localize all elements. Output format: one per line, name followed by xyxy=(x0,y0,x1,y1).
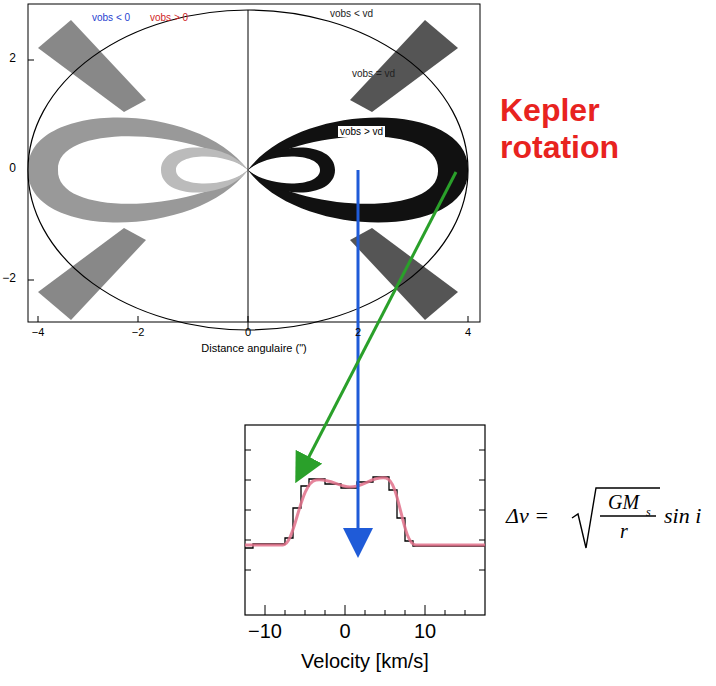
axis-title: Velocity [km/s] xyxy=(301,650,429,672)
minor-axis xyxy=(248,10,249,330)
spectrum-frame xyxy=(245,425,485,615)
tick-label: 10 xyxy=(414,620,436,642)
tick-label: −2 xyxy=(2,272,16,285)
green-arrow xyxy=(298,172,456,478)
tick-label: −2 xyxy=(132,326,145,338)
spectrum-ticks xyxy=(245,450,485,615)
tick-label: 2 xyxy=(9,52,16,65)
formula-part: r xyxy=(620,520,628,542)
kepler-title: Kepler rotation xyxy=(500,92,650,166)
formula-part: sin i xyxy=(664,504,701,528)
tick-label: −10 xyxy=(248,620,282,642)
tick-label: 0 xyxy=(339,620,350,642)
plot-frame xyxy=(28,4,480,322)
obs-label: vobs = vd xyxy=(352,68,395,79)
formula-part: s xyxy=(646,506,651,519)
observed-spectrum xyxy=(245,477,485,548)
tick-label: −4 xyxy=(32,326,45,338)
disk-ellipse xyxy=(28,10,468,330)
formula-part: GM xyxy=(608,491,639,513)
obs-label: vobs < 0 xyxy=(92,12,130,23)
obs-label: vobs > 0 xyxy=(150,12,188,23)
tick-label: 4 xyxy=(465,326,471,338)
model-fit xyxy=(245,478,485,545)
obs-label: vobs < vd xyxy=(330,8,373,19)
tick-label: 0 xyxy=(9,162,16,175)
radical-sign xyxy=(572,488,660,548)
axis-title: Distance angulaire (") xyxy=(201,342,306,354)
formula-part: Δv = xyxy=(506,504,549,528)
tick-label: 2 xyxy=(355,326,361,338)
tick-label: 0 xyxy=(245,326,251,338)
obs-label: vobs > vd xyxy=(338,126,385,137)
